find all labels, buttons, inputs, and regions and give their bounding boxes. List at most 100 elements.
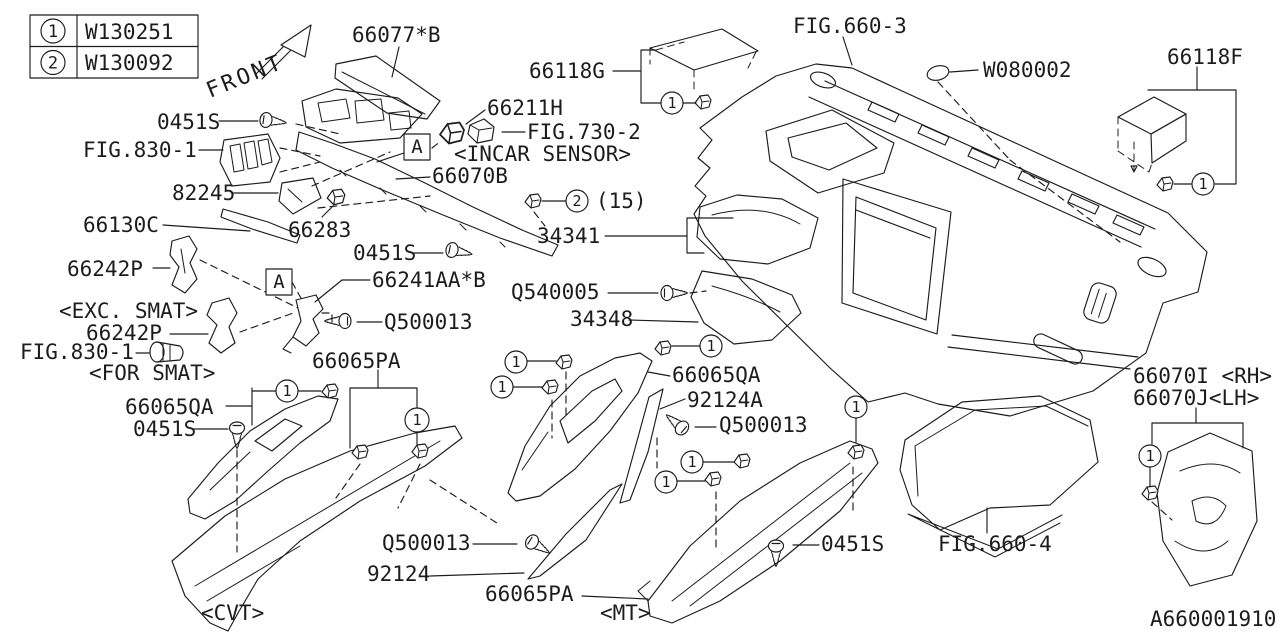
label-66065PA-cvt: 66065PA [312, 349, 401, 373]
column-covers-drawing [690, 194, 819, 345]
label-for-smat: <FOR SMAT> [89, 361, 215, 385]
screw-0451s-top-icon [258, 111, 288, 131]
section-marker-a: A [411, 136, 423, 158]
dashed-lines [199, 81, 1173, 553]
front-arrow-head-icon [280, 24, 312, 58]
label-fig830-1-smat: FIG.830-1 [20, 340, 134, 364]
callout-1: 1 [851, 398, 860, 416]
label-0451s-cvt: 0451S [133, 417, 196, 441]
label-66065QA-cvt: 66065QA [125, 395, 214, 419]
clip-icon [524, 193, 542, 209]
clip-icon [733, 453, 751, 469]
label-0451s-mid: 0451S [353, 241, 416, 265]
clip-icon [654, 340, 672, 356]
label-66242P-lower: 66242P [86, 321, 162, 345]
label-q500013-a: Q500013 [384, 310, 473, 334]
label-qty-15: (15) [596, 189, 647, 213]
footer: A660001910 [1150, 607, 1276, 631]
key-82245-drawing [278, 177, 322, 215]
label-66242P-upper: 66242P [67, 257, 143, 281]
front-arrow-icon [255, 41, 294, 80]
legend-table: 1 W130251 2 W130092 [29, 14, 199, 79]
label-34341: 34341 [537, 224, 600, 248]
screw-q500013-a-icon [323, 312, 352, 330]
clip-icon [1156, 176, 1174, 192]
callout-1: 1 [497, 378, 506, 396]
label-cvt: <CVT> [201, 601, 264, 625]
clip-icon [1141, 485, 1159, 501]
label-92124A: 92124A [687, 388, 763, 412]
small-parts-left [149, 65, 950, 363]
screw-q540005-icon [660, 284, 689, 302]
label-fig730-2: FIG.730-2 [527, 120, 641, 144]
label-w080002: W080002 [983, 58, 1072, 82]
label-66065QA-mt: 66065QA [672, 363, 761, 387]
label-fig660-3: FIG.660-3 [793, 14, 907, 38]
vent-fig830-drawing [219, 133, 281, 187]
label-incar-sensor: <INCAR SENSOR> [454, 142, 631, 166]
label-q540005: Q540005 [511, 280, 600, 304]
label-fig660-4: FIG.660-4 [938, 532, 1052, 556]
label-66070B: 66070B [432, 164, 508, 188]
clip-icon [541, 379, 559, 395]
legend-code-2: W130092 [85, 51, 174, 75]
bracket-66118g-drawing [649, 28, 759, 93]
bracket-66241aa-drawing [292, 294, 324, 347]
label-34348: 34348 [570, 307, 633, 331]
callout-1: 1 [412, 411, 421, 429]
legend-circle-1 [40, 18, 66, 44]
callout-1: 1 [282, 382, 291, 400]
screw-q500013-b-icon [660, 408, 692, 439]
clip-icon [847, 444, 865, 460]
plate-92124a-drawing [619, 388, 664, 504]
label-q500013-c: Q500013 [382, 531, 471, 555]
front-label: FRONT [203, 50, 288, 104]
legend-num-2: 2 [48, 54, 58, 74]
legend-circle-2 [40, 49, 66, 76]
label-exc-smat: <EXC. SMAT> [59, 299, 198, 323]
callout-1: 1 [1198, 175, 1207, 193]
label-66241AA-B: 66241AA*B [372, 268, 486, 292]
label-66283: 66283 [288, 218, 351, 242]
label-fig830-1-vent: FIG.830-1 [83, 138, 197, 162]
callout-1: 1 [667, 94, 676, 112]
mt-console-drawing [507, 352, 879, 624]
label-66118F: 66118F [1167, 45, 1243, 69]
clip-icon [694, 94, 712, 110]
clip-icon [555, 354, 573, 370]
label-66118G: 66118G [529, 59, 605, 83]
label-66211H: 66211H [487, 96, 563, 120]
cvt-console-drawing [171, 395, 463, 632]
callout-1: 1 [1145, 447, 1154, 465]
side-vent-drawing [1083, 282, 1117, 324]
legend-code-1: W130251 [85, 20, 174, 44]
section-marker-a: A [273, 271, 285, 293]
clip-66283-drawing [326, 188, 346, 206]
label-q500013-b: Q500013 [719, 413, 808, 437]
screw-0451s-mt-icon [767, 539, 785, 568]
callout-1: 1 [511, 353, 520, 371]
label-66070J-lh: 66070J<LH> [1133, 386, 1259, 410]
section-markers: A A [265, 133, 431, 296]
callout-1: 1 [661, 473, 670, 491]
bracket-66242p-lower-drawing [206, 297, 238, 354]
instrument-panel-drawing [693, 63, 1208, 417]
strip-66130c-drawing [220, 208, 301, 244]
label-92124: 92124 [367, 562, 430, 586]
incar-sensor-2-drawing [467, 118, 495, 144]
pad-and-garnish-drawing [295, 55, 559, 257]
label-66077B: 66077*B [352, 23, 441, 47]
smat-knob-drawing [149, 341, 165, 363]
boot-92124-drawing [527, 483, 623, 580]
label-0451s-top: 0451S [157, 110, 220, 134]
callout-1: 1 [687, 453, 696, 471]
label-66070I-rh: 66070I <RH> [1133, 364, 1272, 388]
screw-0451s-mid-icon [443, 240, 475, 263]
legend-num-1: 1 [48, 22, 58, 42]
glovebox-drawing [899, 395, 1099, 558]
bracket-66242p-upper-drawing [169, 235, 198, 294]
clip-icon [321, 383, 339, 399]
callouts: 1 1 2 1 1 1 1 1 1 1 1 1 [275, 91, 1215, 494]
bracket-66118f-drawing [1117, 96, 1187, 173]
